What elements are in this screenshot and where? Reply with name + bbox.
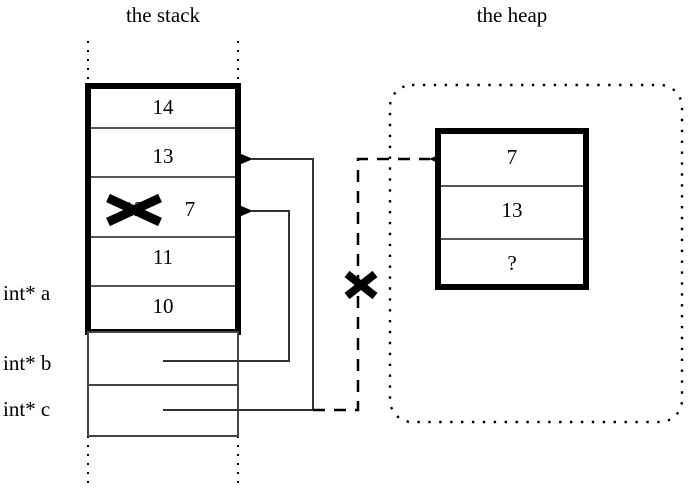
- stack-cell-value-1: 13: [152, 144, 174, 168]
- pointer-line-c-dangling: [313, 153, 443, 412]
- heap-block-box: [435, 128, 589, 290]
- pointer-line-b: [163, 205, 290, 362]
- stack-title: the stack: [125, 3, 201, 27]
- heap-cell-value-0: 7: [506, 145, 518, 169]
- pointer-label-c: int* c: [3, 397, 51, 421]
- pointer-label-b: int* b: [3, 351, 52, 375]
- stack-frame-box: [85, 83, 241, 335]
- stack-cell-value-0: 14: [152, 95, 174, 119]
- heap-cell-value-1: 13: [501, 198, 523, 222]
- stack-guide-dotted-top: [87, 41, 239, 86]
- stack-cell-new-value-2: 7: [184, 197, 196, 221]
- stack-cell-old-value-2: 12: [123, 197, 145, 221]
- stack-cell-value-4: 10: [152, 294, 174, 318]
- stack-guide-dotted-bottom: [87, 436, 239, 486]
- struck-value-x-mark: [106, 193, 162, 227]
- invalid-pointer-x-mark: [344, 270, 378, 300]
- heap-cell-value-2: ?: [507, 251, 517, 275]
- pointer-label-a: int* a: [3, 281, 51, 305]
- pointer-line-a: [163, 153, 314, 411]
- stack-cell-value-3: 11: [152, 245, 174, 269]
- stack-pointer-rows-box: [87, 331, 239, 437]
- heap-title: the heap: [476, 3, 548, 27]
